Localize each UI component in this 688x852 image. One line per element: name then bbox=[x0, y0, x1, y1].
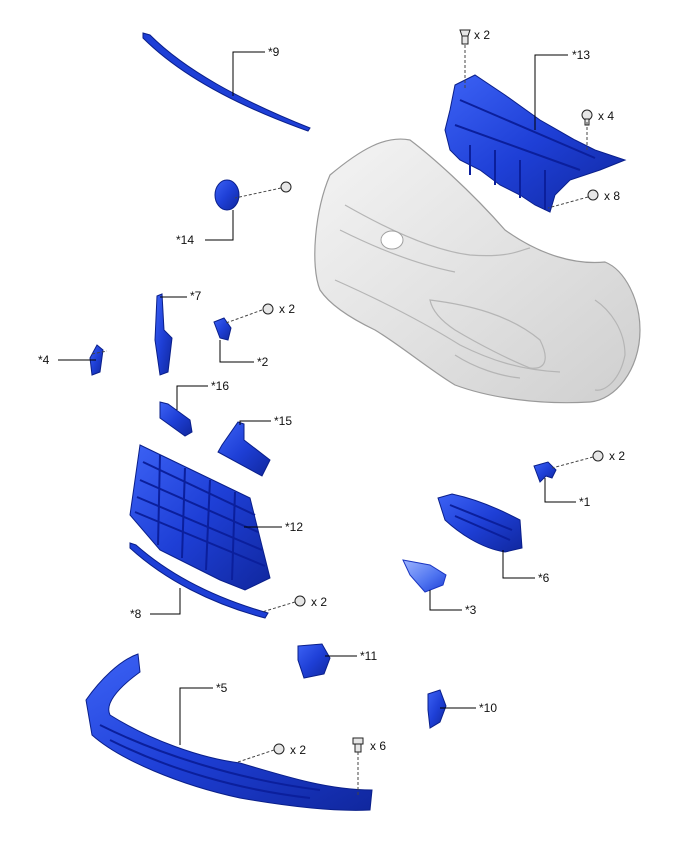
leader-line bbox=[232, 51, 265, 96]
part-3-cover bbox=[402, 559, 447, 593]
callout-15: *15 bbox=[274, 414, 292, 428]
qty-part5-clip: x 6 bbox=[370, 739, 386, 753]
screw-icon bbox=[294, 595, 306, 607]
leader-line bbox=[176, 385, 208, 410]
leader-line bbox=[179, 687, 213, 745]
callout-16: *16 bbox=[211, 379, 229, 393]
part-9-molding bbox=[142, 32, 311, 132]
install-line bbox=[261, 601, 296, 613]
qty-part5-screw: x 2 bbox=[290, 743, 306, 757]
callout-6: *6 bbox=[538, 571, 550, 585]
part-10-bracket bbox=[427, 689, 447, 729]
callout-11: *11 bbox=[360, 649, 377, 663]
leader-line bbox=[239, 420, 271, 425]
callout-5: *5 bbox=[216, 681, 228, 695]
part-11-bracket bbox=[297, 643, 331, 679]
leader-line bbox=[219, 340, 254, 363]
qty-bracket-screw: x 8 bbox=[604, 189, 620, 203]
leader-line bbox=[502, 550, 535, 579]
install-line bbox=[547, 196, 589, 209]
part-8-molding bbox=[129, 542, 269, 619]
part-1-bracket bbox=[533, 461, 557, 483]
screw-icon bbox=[280, 181, 292, 193]
part-5-lower-bumper bbox=[85, 653, 373, 811]
clip-icon bbox=[459, 29, 471, 45]
qty-part8-screw: x 2 bbox=[311, 595, 327, 609]
callout-7: *7 bbox=[190, 289, 202, 303]
leader-line bbox=[534, 54, 568, 130]
leader-line bbox=[205, 210, 234, 241]
install-line bbox=[225, 309, 263, 324]
part-14-cover bbox=[214, 179, 240, 211]
part-16-bracket bbox=[159, 401, 193, 437]
part-6-bezel bbox=[437, 493, 523, 553]
callout-14: *14 bbox=[176, 233, 194, 247]
qty-bracket-clip: x 4 bbox=[598, 109, 614, 123]
install-line bbox=[91, 350, 108, 355]
qty-part1-screw: x 2 bbox=[609, 449, 625, 463]
qty-part2-screw: x 2 bbox=[279, 302, 295, 316]
screw-icon bbox=[587, 189, 599, 201]
leader-line bbox=[429, 590, 462, 611]
callout-2: *2 bbox=[257, 355, 269, 369]
leader-line bbox=[544, 478, 576, 503]
part-13-bracket bbox=[444, 74, 627, 213]
part-2-bracket bbox=[213, 317, 232, 341]
callout-10: *10 bbox=[479, 701, 497, 715]
install-line bbox=[237, 749, 275, 763]
qty-top-clip: x 2 bbox=[474, 28, 490, 42]
callout-4: *4 bbox=[38, 353, 50, 367]
screw-icon bbox=[273, 743, 285, 755]
install-line bbox=[551, 456, 594, 469]
screw-icon bbox=[592, 450, 604, 462]
clip-icon bbox=[352, 737, 364, 753]
part-7-bracket bbox=[154, 293, 173, 376]
front-bumper-cover bbox=[314, 138, 641, 404]
callout-9: *9 bbox=[268, 45, 280, 59]
install-line bbox=[234, 187, 282, 199]
callout-13: *13 bbox=[572, 48, 590, 62]
leader-line bbox=[150, 588, 181, 615]
callout-8: *8 bbox=[130, 607, 142, 621]
part-12-grille bbox=[129, 444, 271, 591]
part-15-bracket bbox=[217, 421, 271, 477]
screw-icon bbox=[262, 303, 274, 315]
callout-1: *1 bbox=[579, 495, 591, 509]
callout-3: *3 bbox=[465, 603, 477, 617]
callout-12: *12 bbox=[285, 520, 303, 534]
